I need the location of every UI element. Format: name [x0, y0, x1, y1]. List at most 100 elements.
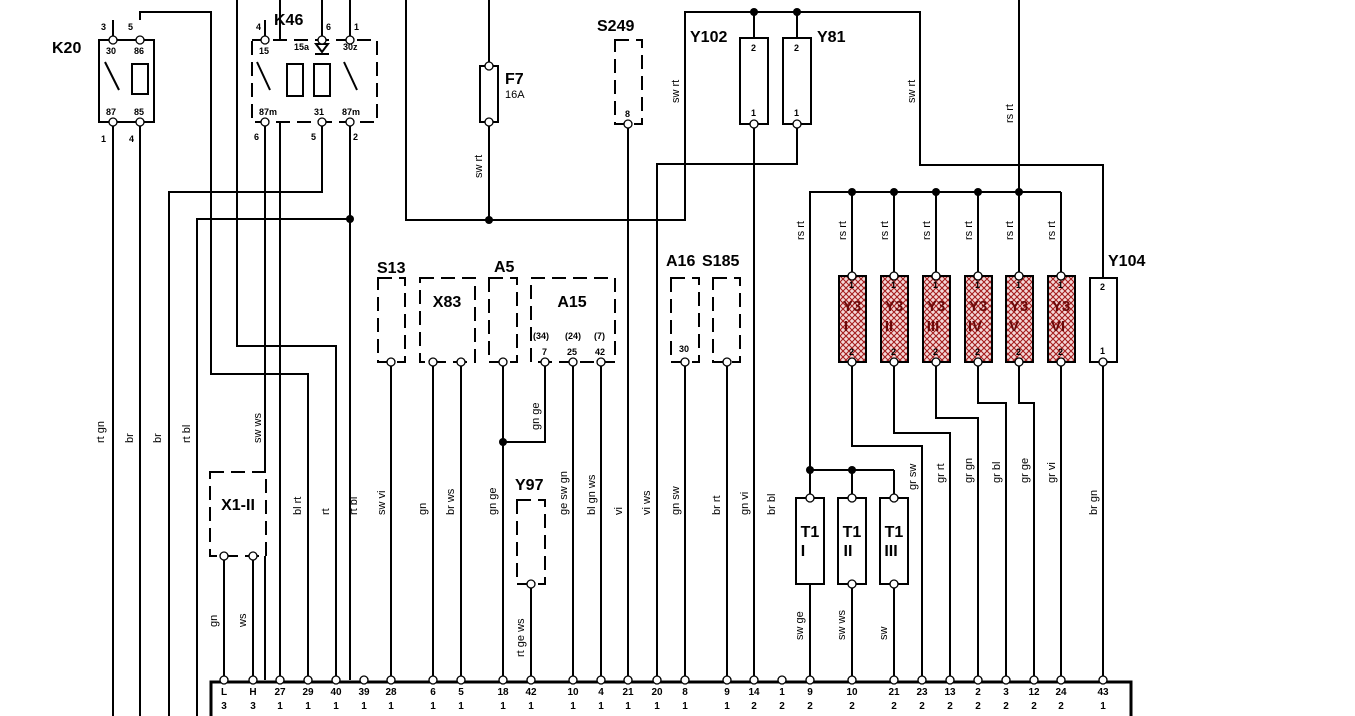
connector-pin-18 — [749, 675, 759, 685]
svg-text:sw ge: sw ge — [794, 611, 806, 640]
module-a5: A5 — [488, 259, 518, 367]
svg-text:2: 2 — [1058, 347, 1063, 357]
svg-text:Y3: Y3 — [843, 298, 861, 315]
valve-y97: Y97 — [515, 477, 546, 589]
connector-pin-row: 2 — [891, 701, 897, 712]
switch-s13: S13 — [377, 260, 406, 367]
connector-pin-7 — [386, 675, 396, 685]
svg-text:gr bl: gr bl — [991, 462, 1003, 483]
connector-pin-number: 42 — [525, 687, 537, 698]
svg-text:(7): (7) — [594, 331, 605, 341]
connector-pin-row: 1 — [277, 701, 283, 712]
connector-pin-number: 4 — [598, 687, 604, 698]
svg-text:II: II — [885, 318, 893, 335]
svg-text:8: 8 — [625, 109, 630, 119]
fuse-f7: F7 16A — [479, 61, 525, 127]
connector-pin-number: 10 — [567, 687, 579, 698]
f7-label: F7 — [505, 71, 524, 88]
svg-text:br: br — [124, 433, 136, 443]
connector-pin-row: 1 — [430, 701, 436, 712]
connector-pin-row: 1 — [361, 701, 367, 712]
svg-text:87m: 87m — [259, 107, 277, 117]
svg-text:(34): (34) — [533, 331, 549, 341]
svg-text:1: 1 — [849, 280, 854, 290]
connector-pin-23 — [917, 675, 927, 685]
svg-text:ge sw gn: ge sw gn — [558, 471, 570, 515]
svg-text:vi ws: vi ws — [641, 490, 653, 515]
connector-pin-number: 28 — [385, 687, 397, 698]
transformer-t1-2: T1 II — [837, 493, 867, 589]
connector-pin-29 — [1098, 675, 1108, 685]
svg-text:T1: T1 — [843, 524, 862, 541]
svg-text:IV: IV — [968, 318, 982, 335]
connector-pin-number: H — [249, 687, 256, 698]
wire-labels: rt gn br br rt bl sw ws bl rt rt rt bl s… — [95, 80, 1100, 657]
svg-text:1: 1 — [891, 280, 896, 290]
svg-text:rs rt: rs rt — [963, 221, 975, 240]
svg-text:sw: sw — [878, 627, 890, 641]
svg-text:4: 4 — [129, 134, 134, 144]
connector-pin-16 — [680, 675, 690, 685]
connector-pin-row: 1 — [458, 701, 464, 712]
transformer-t1-3: T1 III — [879, 493, 909, 589]
connector-pin-row: 1 — [528, 701, 534, 712]
connector-pin-9 — [456, 675, 466, 685]
connector-pin-number: 27 — [274, 687, 286, 698]
svg-text:42: 42 — [595, 347, 605, 357]
svg-text:2: 2 — [975, 347, 980, 357]
connector-pin-number: 6 — [430, 687, 436, 698]
connector-pin-row: 2 — [849, 701, 855, 712]
connector-pin-number: L — [221, 687, 227, 698]
svg-text:1: 1 — [794, 108, 799, 118]
connector-pin-19 — [777, 675, 787, 685]
svg-text:86: 86 — [134, 46, 144, 56]
svg-text:87m: 87m — [342, 107, 360, 117]
svg-text:III: III — [927, 318, 940, 335]
valve-y104: Y104 2 1 — [1089, 253, 1145, 367]
connector-pin-row: 2 — [807, 701, 813, 712]
connector-x83: X83 — [419, 277, 476, 367]
connector-pin-row: 1 — [654, 701, 660, 712]
f7-rating: 16A — [505, 89, 525, 101]
svg-text:Y3: Y3 — [1010, 298, 1028, 315]
svg-text:2: 2 — [891, 347, 896, 357]
y97-label: Y97 — [515, 477, 544, 494]
injector-y3-5: Y3 V 1 2 — [1005, 271, 1034, 367]
connector-pin-number: 2 — [975, 687, 981, 698]
s185-label: S185 — [702, 253, 739, 270]
junction-dots — [346, 8, 1023, 474]
connector-pin-row: 1 — [388, 701, 394, 712]
svg-text:br bl: br bl — [766, 494, 778, 515]
svg-text:sw ws: sw ws — [252, 413, 264, 443]
connector-pin-number: 21 — [888, 687, 900, 698]
connector-pin-number: 12 — [1028, 687, 1040, 698]
connector-pin-4 — [303, 675, 313, 685]
connector-pin-number: 18 — [497, 687, 509, 698]
connector-pin-17 — [722, 675, 732, 685]
connector-pin-22 — [889, 675, 899, 685]
svg-text:gn sw: gn sw — [670, 486, 682, 515]
svg-text:15a: 15a — [294, 42, 310, 52]
svg-text:T1: T1 — [885, 524, 904, 541]
k46-label: K46 — [274, 12, 303, 29]
a15-label: A15 — [557, 294, 586, 311]
svg-text:6: 6 — [254, 132, 259, 142]
svg-text:30: 30 — [679, 344, 689, 354]
svg-text:vi: vi — [613, 507, 625, 515]
svg-text:2: 2 — [751, 43, 756, 53]
connector-pin-number: 21 — [622, 687, 634, 698]
switch-s249: S249 8 — [597, 18, 643, 129]
connector-pin-row: 1 — [570, 701, 576, 712]
svg-text:(24): (24) — [565, 331, 581, 341]
svg-text:1: 1 — [975, 280, 980, 290]
svg-text:rs rt: rs rt — [921, 221, 933, 240]
svg-text:bl rt: bl rt — [292, 497, 304, 515]
svg-text:rs rt: rs rt — [795, 221, 807, 240]
svg-text:1: 1 — [1058, 280, 1063, 290]
connector-pin-row: 2 — [751, 701, 757, 712]
connector-pin-row: 2 — [779, 701, 785, 712]
svg-text:1: 1 — [933, 280, 938, 290]
svg-text:1: 1 — [101, 134, 106, 144]
connector-pin-20 — [805, 675, 815, 685]
connector-pin-row: 1 — [333, 701, 339, 712]
